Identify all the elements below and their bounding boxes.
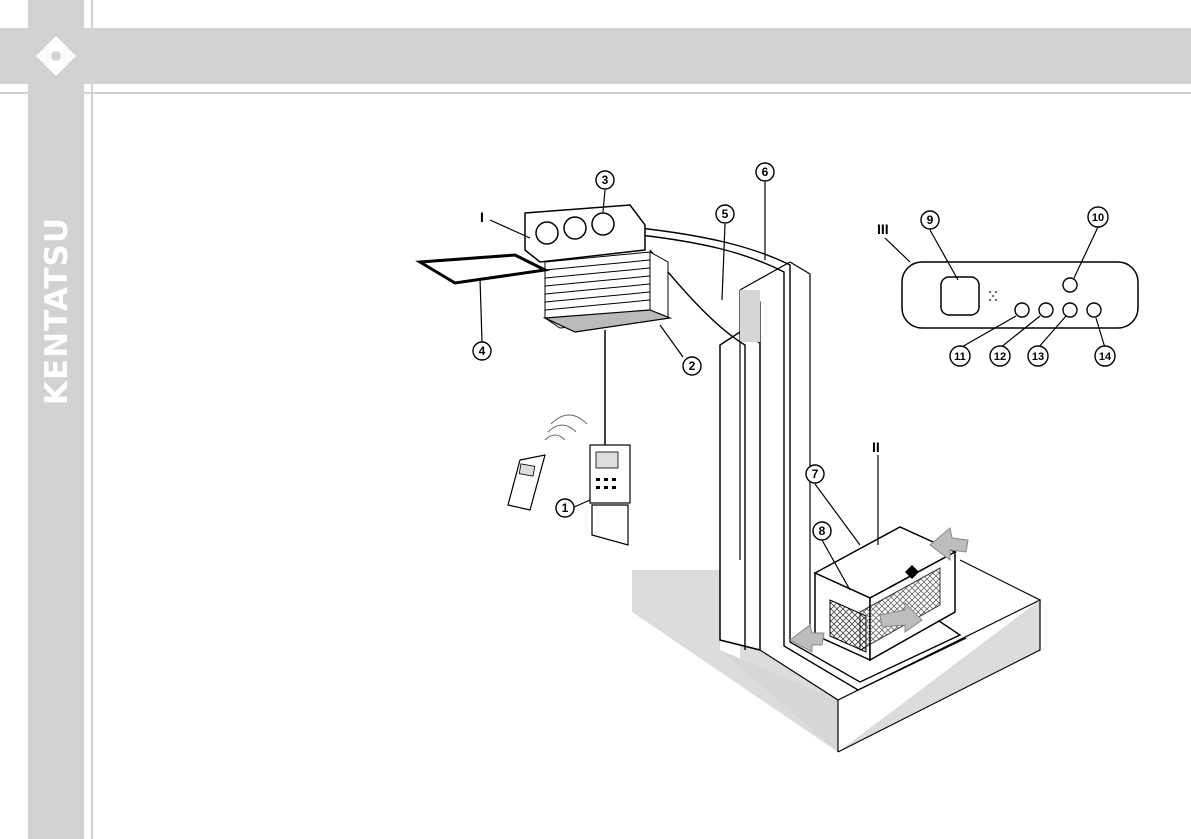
callout-6: 6: [756, 163, 774, 181]
svg-text:7: 7: [812, 467, 819, 481]
svg-text:1: 1: [562, 501, 569, 515]
callout-13: 13: [1028, 346, 1048, 366]
svg-text:13: 13: [1032, 351, 1044, 363]
svg-text:3: 3: [602, 173, 609, 187]
callout-14: 14: [1095, 346, 1115, 366]
wired-controller-icon: [590, 445, 630, 545]
callout-3: 3: [596, 171, 614, 189]
callout-2: 2: [683, 357, 701, 375]
svg-text:9: 9: [927, 213, 934, 227]
callout-4: 4: [473, 342, 491, 360]
indoor-unit: [420, 205, 670, 445]
svg-text:2: 2: [689, 359, 696, 373]
svg-text:6: 6: [762, 165, 769, 179]
sidebar-rule: [91, 0, 93, 839]
callout-5: 5: [716, 205, 734, 223]
callout-7: 7: [806, 465, 824, 483]
callout-9: 9: [921, 211, 939, 229]
callout-10: 10: [1088, 207, 1108, 227]
control-panel-label: III: [877, 221, 889, 237]
indoor-unit-label: I: [480, 209, 484, 225]
control-panel: [902, 262, 1138, 328]
svg-text:5: 5: [722, 207, 729, 221]
installation-diagram: I II III 1 2 3 4 5 6 7 8 9 10 11 12 13 1…: [400, 150, 1160, 760]
header-bar: [0, 28, 1191, 84]
svg-text:11: 11: [954, 351, 966, 363]
kentatsu-logo-icon: [28, 28, 84, 84]
outdoor-unit-label: II: [872, 439, 880, 455]
svg-text:12: 12: [994, 351, 1006, 363]
svg-text:8: 8: [819, 524, 826, 538]
svg-text:10: 10: [1092, 212, 1104, 224]
building-wall: [632, 262, 1040, 752]
callout-1: 1: [556, 499, 574, 517]
brand-vertical-text: KENTATSU: [37, 201, 77, 421]
callout-11: 11: [950, 346, 970, 366]
header-rule: [0, 92, 1191, 94]
svg-text:14: 14: [1099, 351, 1112, 363]
svg-text:4: 4: [479, 344, 486, 358]
brand-name: KENTATSU: [39, 217, 75, 405]
callout-12: 12: [990, 346, 1010, 366]
remote-control-icon: [508, 415, 587, 510]
callout-8: 8: [813, 522, 831, 540]
